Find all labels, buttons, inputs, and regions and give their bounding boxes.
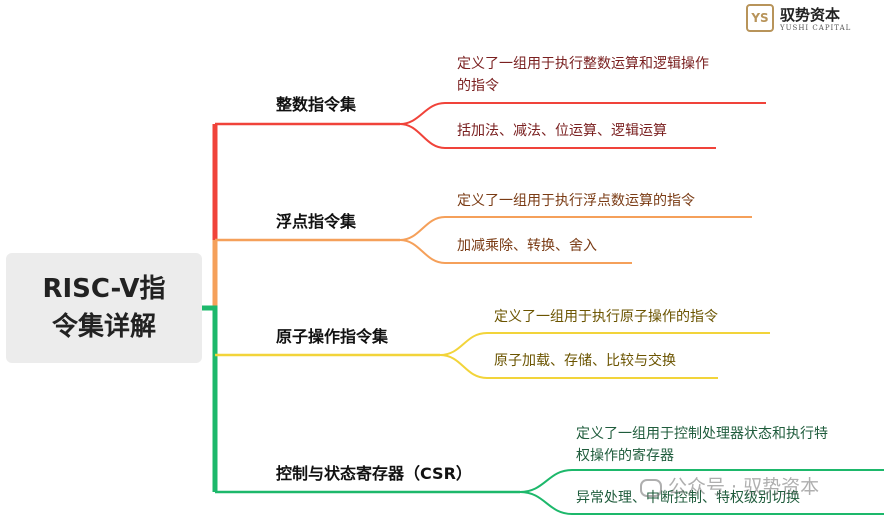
leaf-connector-float-2 <box>399 239 632 264</box>
leaf-connector-csr-2 <box>519 491 884 515</box>
company-logo: YS 驭势资本 YUSHI CAPITAL <box>746 4 856 36</box>
leaf-csr-operations: 异常处理、中断控制、特权级别切换 <box>576 490 800 506</box>
leaf-csr-definition-line2: 权操作的寄存器 <box>576 448 674 464</box>
leaf-integer-definition-line2: 的指令 <box>457 78 499 94</box>
leaf-atomic-operations: 原子加载、存储、比较与交换 <box>494 353 676 369</box>
branch-integer-label: 整数指令集 <box>276 95 357 114</box>
trunk-green <box>202 305 218 492</box>
leaf-integer-definition-line1: 定义了一组用于执行整数运算和逻辑操作 <box>457 56 709 72</box>
logo-english-name: YUSHI CAPITAL <box>780 24 852 32</box>
logo-mark-icon: YS <box>746 4 774 32</box>
root-title-line1: RISC-V指 <box>42 274 166 304</box>
leaf-connector-csr-1 <box>519 469 884 493</box>
leaf-csr-definition-line1: 定义了一组用于控制处理器状态和执行特 <box>576 426 828 442</box>
watermark: 公众号 · 驭势资本 <box>640 472 819 499</box>
leaf-integer-operations: 括加法、减法、位运算、逻辑运算 <box>457 123 667 139</box>
branch-float-label: 浮点指令集 <box>276 212 357 231</box>
branch-csr-label: 控制与状态寄存器（CSR） <box>276 464 472 483</box>
branch-atomic-label: 原子操作指令集 <box>276 327 389 346</box>
leaf-connector-float-1 <box>399 216 752 241</box>
wechat-icon <box>640 478 662 497</box>
root-title-line2: 令集详解 <box>51 312 156 342</box>
watermark-text: 公众号 · 驭势资本 <box>668 476 820 498</box>
root-title: RISC-V指 令集详解 <box>29 270 179 346</box>
leaf-connector-atomic-2 <box>439 354 718 379</box>
leaf-float-definition: 定义了一组用于执行浮点数运算的指令 <box>457 193 695 209</box>
leaf-float-operations: 加减乘除、转换、舍入 <box>457 238 597 254</box>
logo-chinese-name: 驭势资本 <box>780 6 841 24</box>
leaf-atomic-definition: 定义了一组用于执行原子操作的指令 <box>494 309 718 325</box>
leaf-connector-integer-1 <box>399 102 766 125</box>
leaf-connector-atomic-1 <box>439 332 770 356</box>
root-node: RISC-V指 令集详解 <box>6 253 202 363</box>
leaf-connector-integer-2 <box>399 123 716 149</box>
